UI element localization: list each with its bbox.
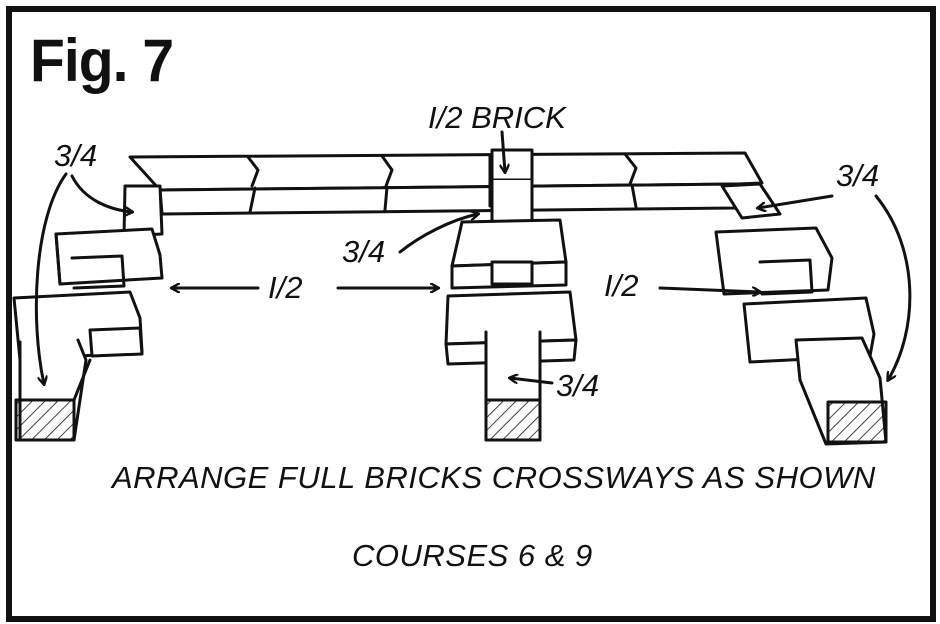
- three-quarter-label-top-left: 3/4: [54, 138, 98, 173]
- three-quarter-label-bottom-center: 3/4: [556, 368, 600, 403]
- center-three-quarter-brick: [450, 218, 568, 268]
- caption-line-2: COURSES 6 & 9: [352, 538, 593, 573]
- center-hatched-end: [484, 398, 542, 442]
- top-right-three-quarter-arrow: [758, 194, 834, 208]
- three-quarter-label-center: 3/4: [342, 234, 386, 269]
- half-brick-arrow: [502, 130, 505, 172]
- right-long-arrow: [874, 194, 912, 380]
- half-brick-label: I/2 BRICK: [428, 100, 566, 135]
- half-right-arrow: [658, 286, 760, 292]
- bottom-center-three-quarter-arrow: [510, 378, 554, 385]
- half-label-right: I/2: [604, 268, 639, 303]
- figure-title: Fig. 7: [30, 27, 174, 94]
- center-three-quarter-arrow: [398, 214, 478, 254]
- left-long-arrow: [34, 172, 68, 384]
- half-brick-center: [490, 148, 534, 182]
- caption-line-1: ARRANGE FULL BRICKS CROSSWAYS AS SHOWN: [112, 460, 876, 495]
- center-column: [444, 148, 578, 442]
- top-left-three-quarter-arrow: [70, 174, 132, 212]
- three-quarter-label-top-right: 3/4: [836, 158, 880, 193]
- half-label-left: I/2: [268, 270, 303, 305]
- right-hatched-end: [826, 400, 888, 444]
- top-brick-row: [128, 151, 764, 216]
- left-hatched-end: [14, 398, 76, 442]
- right-wall: [714, 182, 888, 446]
- left-wall: [12, 184, 164, 442]
